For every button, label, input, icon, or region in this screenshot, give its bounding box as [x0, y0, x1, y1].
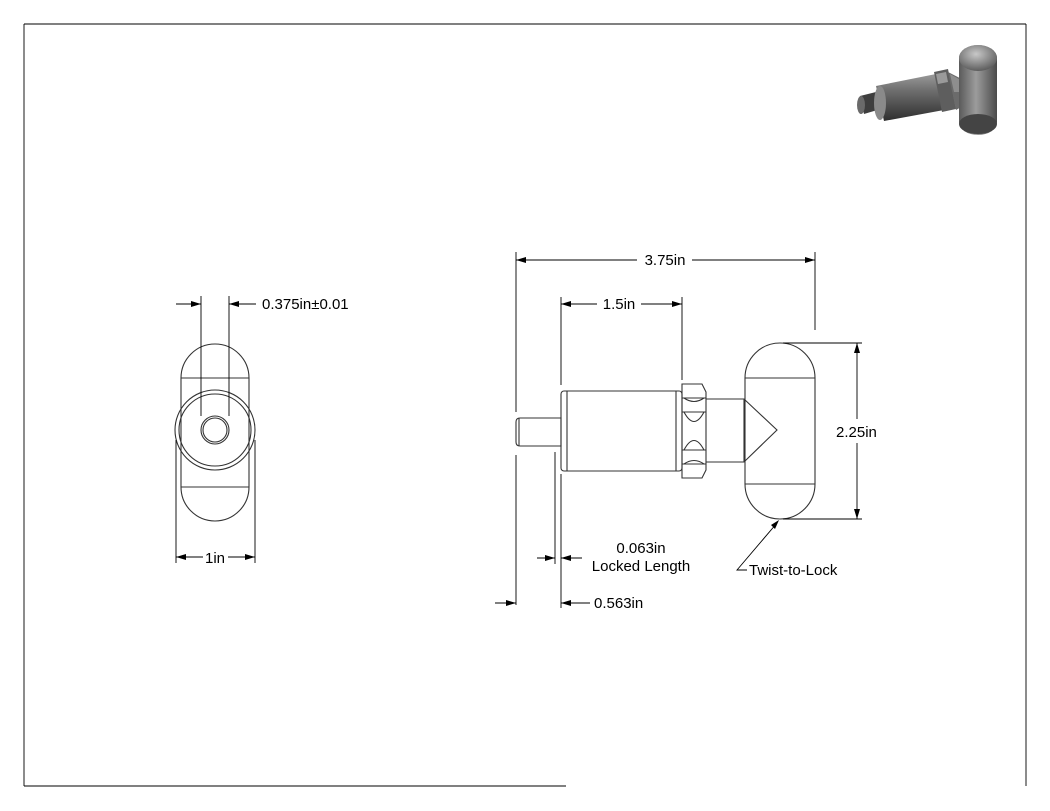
pin-length-label: 0.563in — [594, 595, 643, 612]
body-length-dimension: 1.5in — [560, 296, 683, 385]
twist-to-lock-label: Twist-to-Lock — [749, 562, 838, 579]
locked-length-value: 0.063in — [616, 540, 665, 557]
plunger-pin — [515, 417, 562, 447]
hex-nut — [681, 383, 707, 479]
locked-length-caption: Locked Length — [592, 558, 690, 575]
pin-diameter-label: 0.375in±0.01 — [262, 296, 349, 313]
threaded-body — [560, 390, 683, 472]
twist-to-lock-callout: Twist-to-Lock — [736, 520, 838, 579]
locked-length-dimension: 0.063in Locked Length — [537, 452, 690, 575]
side-view: 3.75in 1.5in 2.25in — [495, 252, 877, 612]
body-length-label: 1.5in — [603, 296, 636, 313]
overall-length-label: 3.75in — [645, 252, 686, 269]
side-handle — [744, 342, 816, 520]
handle-width-label: 1in — [205, 550, 225, 567]
front-view: 0.375in±0.01 1in — [174, 296, 349, 567]
handle-height-dimension: 2.25in — [783, 342, 877, 520]
drawing-frame — [23, 23, 1027, 787]
pin-diameter-dimension: 0.375in±0.01 — [176, 296, 349, 416]
handle-width-dimension: 1in — [175, 440, 256, 567]
plunger-isometric-icon — [857, 45, 997, 135]
handle-outline — [180, 343, 250, 522]
pin-length-dimension: 0.563in — [495, 564, 643, 612]
cam — [706, 398, 778, 463]
body-outer-circle — [174, 389, 256, 471]
handle-height-label: 2.25in — [836, 424, 877, 441]
overall-length-dimension: 3.75in — [515, 252, 816, 605]
pin-circle — [200, 415, 230, 445]
